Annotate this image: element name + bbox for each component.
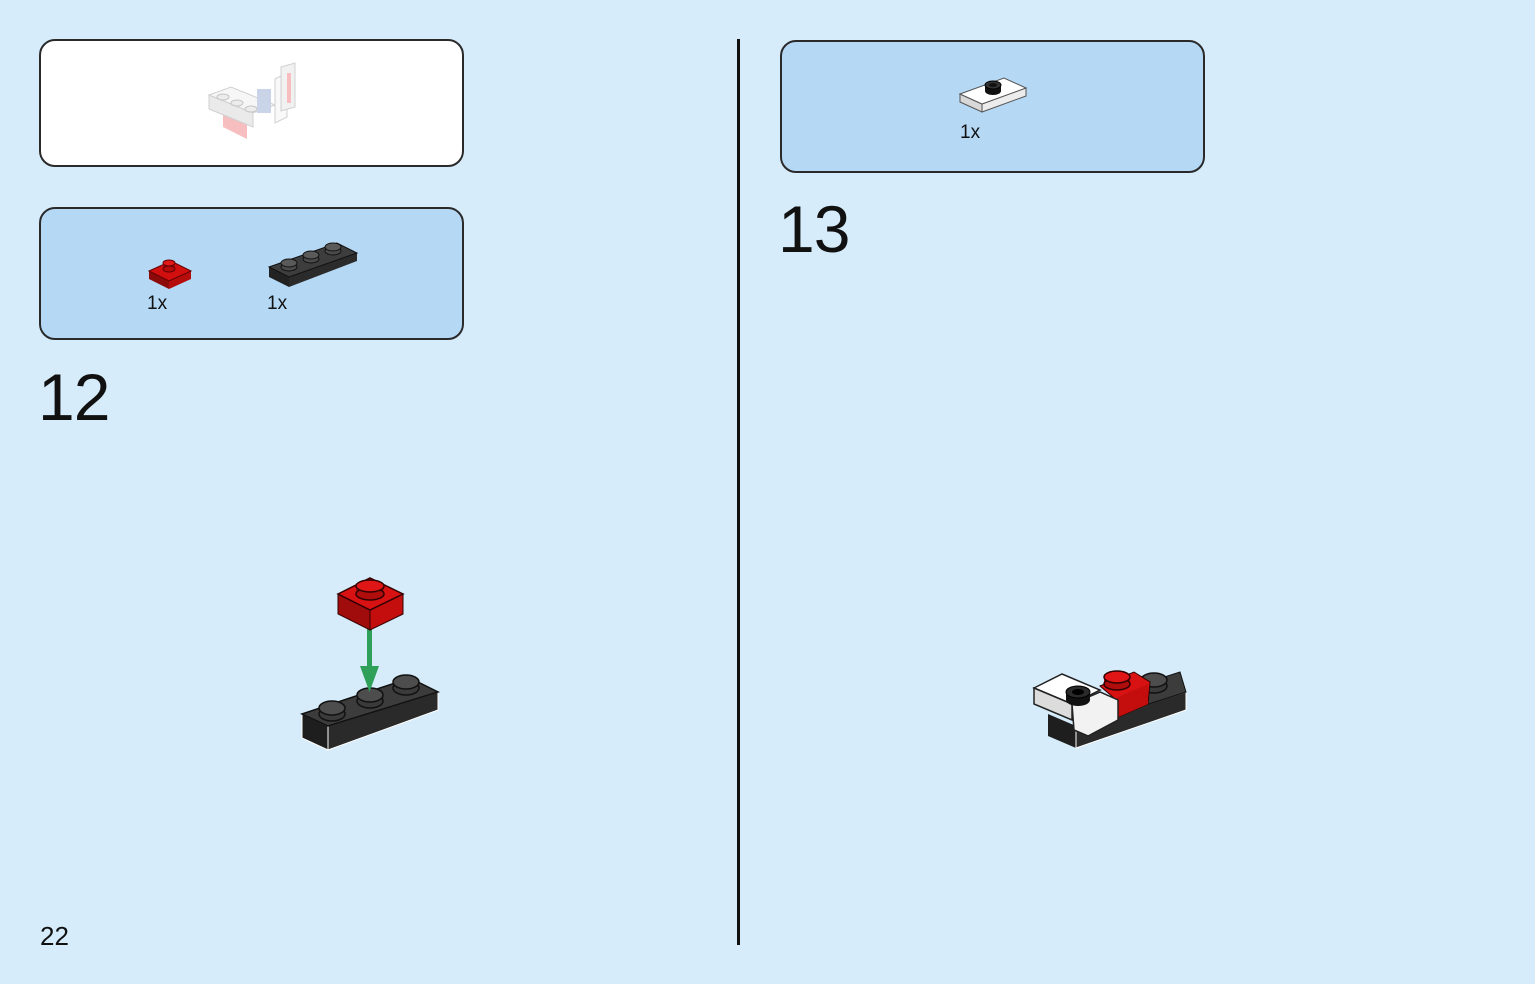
step-12-parts-box: 1x 1x bbox=[39, 207, 464, 340]
step-12-number: 12 bbox=[38, 360, 110, 434]
black-1x3-plate-icon bbox=[267, 242, 359, 287]
step-12-part-2-quantity: 1x bbox=[267, 293, 288, 314]
red-1x1-plate-icon bbox=[147, 259, 193, 289]
white-jumper-plate-icon bbox=[958, 77, 1028, 113]
step-13-illustration bbox=[1032, 670, 1187, 749]
model-preview-box bbox=[39, 39, 464, 167]
page-divider bbox=[737, 39, 740, 945]
step-13-parts-box: 1x bbox=[780, 40, 1205, 173]
step-13-number: 13 bbox=[778, 192, 850, 266]
step-12-part-1-quantity: 1x bbox=[147, 293, 168, 314]
model-preview-image bbox=[207, 62, 296, 139]
step-13-part-1-quantity: 1x bbox=[960, 122, 981, 143]
step-12-illustration bbox=[299, 577, 441, 751]
page-number: 22 bbox=[40, 921, 69, 951]
